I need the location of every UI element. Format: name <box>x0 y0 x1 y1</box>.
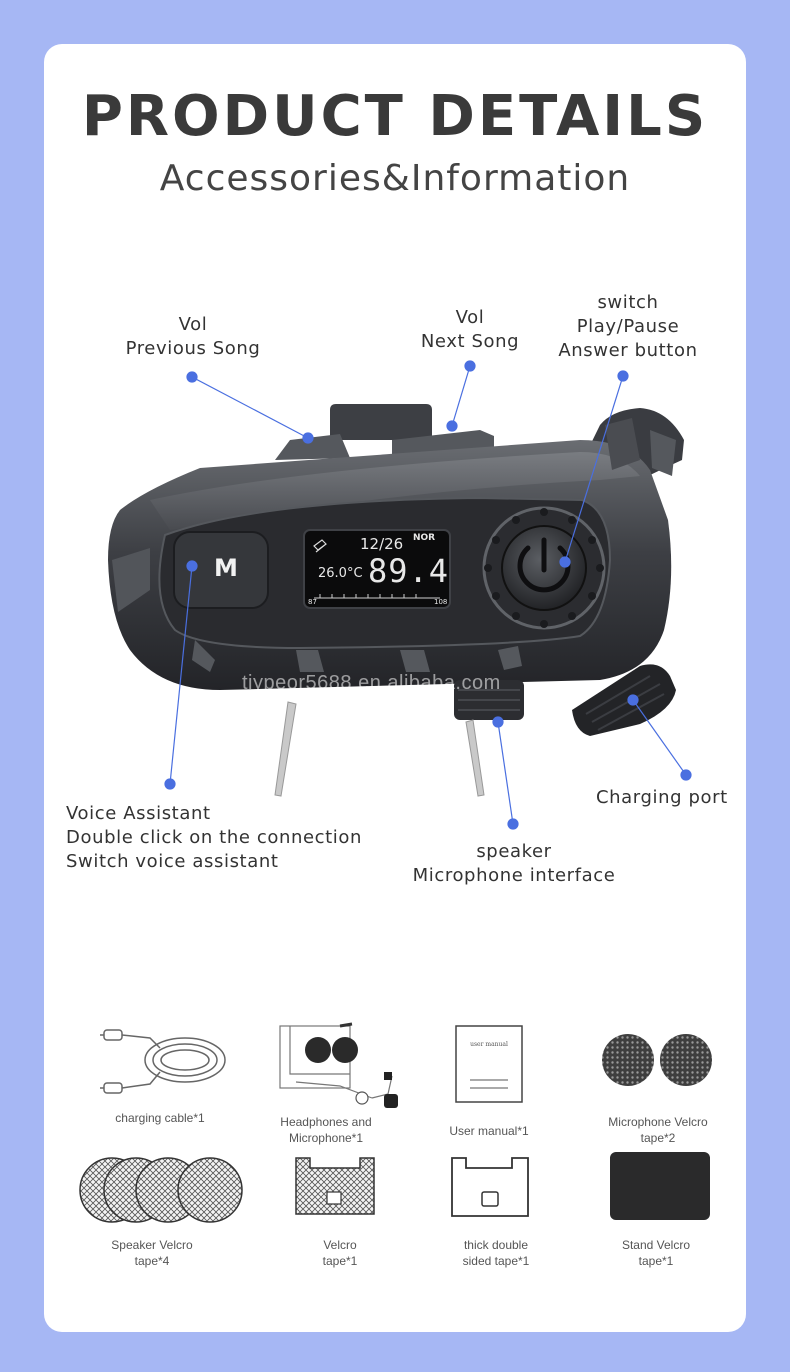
charging-cable-icon <box>100 1029 226 1094</box>
manual-cover-text: user manual <box>470 1041 508 1048</box>
page-subtitle: Accessories&Information <box>159 158 631 199</box>
callout-dot-voice <box>164 778 176 790</box>
lcd-mode: NOR <box>413 533 436 543</box>
lcd-scale-min: 87 <box>308 598 317 606</box>
callout-dot-power <box>617 370 629 382</box>
velcro-tape-icon <box>295 1157 375 1215</box>
lcd-frequency: 89.4 <box>368 552 450 590</box>
watermark: tiypeor5688.en.alibaba.com <box>242 672 501 694</box>
user-manual-icon: user manual <box>455 1025 523 1103</box>
accessory-label: charging cable*1 <box>115 1111 205 1125</box>
m-button: M <box>214 554 238 582</box>
speaker-velcro-icon <box>79 1157 243 1223</box>
microphone-velcro-icon <box>602 1034 712 1086</box>
callout-dot-speaker <box>507 818 519 830</box>
stand-velcro-icon <box>610 1152 710 1220</box>
page-title: PRODUCT DETAILS <box>81 84 709 149</box>
callout-charging-port: Charging port <box>596 787 728 808</box>
callout-dot-charging <box>680 769 692 781</box>
callout-dot-vol-prev <box>186 371 198 383</box>
m-button-bg <box>173 531 269 609</box>
lcd-scale-max: 108 <box>434 598 448 606</box>
lcd-date: 12/26 <box>360 535 404 553</box>
accessory-label: User manual*1 <box>449 1124 529 1138</box>
double-sided-tape-icon <box>451 1157 529 1217</box>
lcd-screen <box>303 529 451 609</box>
callout-dot-vol-next <box>464 360 476 372</box>
lcd-temp: 26.0°C <box>318 566 363 581</box>
headphones-microphone-icon <box>279 1022 398 1108</box>
